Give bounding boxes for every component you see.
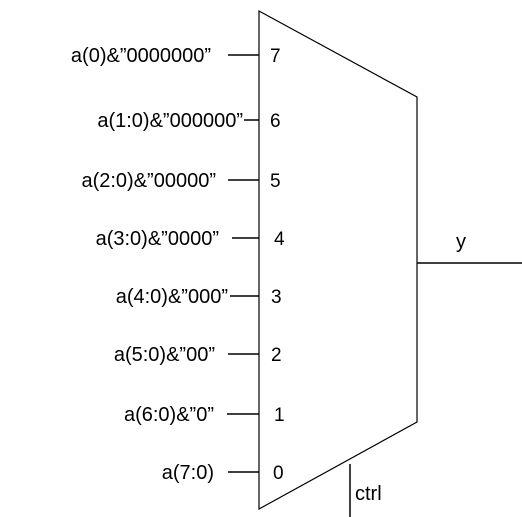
mux-input-1: a(6:0)&”0” 1 bbox=[124, 404, 285, 426]
input-signal-label: a(3:0)&”0000” bbox=[96, 228, 219, 250]
mux-input-7: a(0)&”0000000” 7 bbox=[71, 45, 281, 67]
input-port-number: 2 bbox=[271, 345, 282, 366]
output-label: y bbox=[456, 231, 466, 253]
mux-input-3: a(4:0)&”000” 3 bbox=[116, 286, 282, 308]
input-port-number: 5 bbox=[270, 171, 281, 192]
input-port-number: 3 bbox=[271, 287, 282, 308]
input-port-number: 6 bbox=[270, 111, 281, 132]
select-label: ctrl bbox=[355, 483, 382, 505]
input-signal-label: a(2:0)&”00000” bbox=[81, 170, 216, 192]
input-signal-label: a(0)&”0000000” bbox=[71, 45, 211, 67]
input-signal-label: a(1:0)&”000000” bbox=[97, 110, 243, 132]
input-port-number: 1 bbox=[274, 405, 285, 426]
mux-input-6: a(1:0)&”000000” 6 bbox=[97, 110, 280, 132]
input-port-number: 4 bbox=[274, 229, 285, 250]
mux-input-0: a(7:0) 0 bbox=[162, 462, 284, 484]
input-signal-label: a(4:0)&”000” bbox=[116, 286, 228, 308]
mux-input-4: a(3:0)&”0000” 4 bbox=[96, 228, 285, 250]
input-signal-label: a(5:0)&”00” bbox=[114, 344, 215, 366]
input-signal-label: a(7:0) bbox=[162, 462, 214, 484]
input-port-number: 0 bbox=[273, 463, 284, 484]
mux-input-2: a(5:0)&”00” 2 bbox=[114, 344, 282, 366]
input-port-number: 7 bbox=[270, 46, 281, 67]
mux-input-5: a(2:0)&”00000” 5 bbox=[81, 170, 280, 192]
mux-body bbox=[258, 9, 418, 511]
input-signal-label: a(6:0)&”0” bbox=[124, 404, 214, 426]
